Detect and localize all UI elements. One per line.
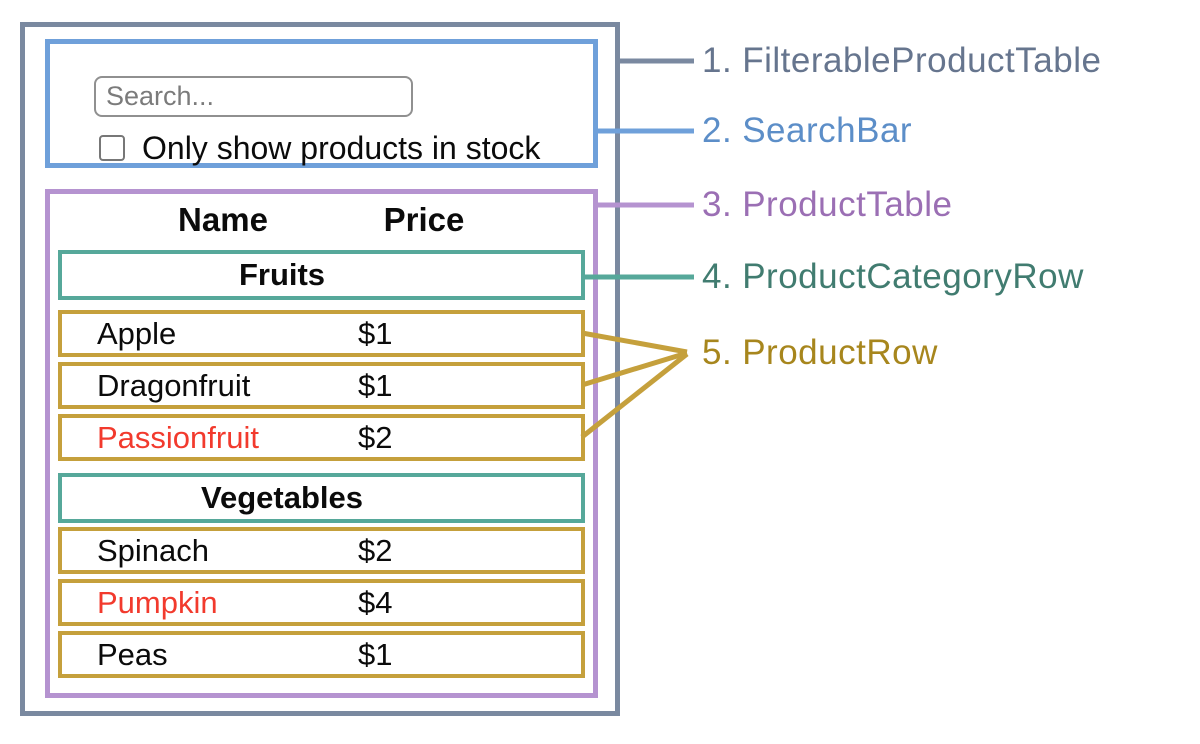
legend-label: SearchBar <box>742 111 913 150</box>
in-stock-checkbox[interactable] <box>99 135 125 161</box>
category-label: Fruits <box>238 257 326 292</box>
legend-label: ProductRow <box>742 333 938 372</box>
category-row-fruits: Fruits <box>58 250 585 300</box>
in-stock-checkbox-label: Only show products in stock <box>142 129 541 166</box>
legend-number: 2. <box>702 111 733 150</box>
category-label: Vegetables <box>201 480 363 515</box>
product-name: Dragonfruit <box>97 367 251 403</box>
legend-number: 3. <box>702 185 733 224</box>
product-price: $1 <box>358 367 393 403</box>
product-name: Apple <box>97 315 177 351</box>
product-price: $1 <box>358 315 393 351</box>
legend-product-table: 3. ProductTable <box>702 182 953 228</box>
legend-number: 1. <box>702 41 733 80</box>
legend-filterable-product-table: 1. FilterableProductTable <box>702 38 1101 84</box>
legend-product-row: 5. ProductRow <box>702 330 938 376</box>
search-input[interactable] <box>94 76 413 117</box>
column-header-price: Price <box>383 201 465 238</box>
legend-number: 4. <box>702 257 733 296</box>
product-table-box: Name Price Fruits Apple $1 Dragonfruit $… <box>45 189 598 698</box>
product-row: Spinach $2 <box>58 527 585 574</box>
legend-label: ProductCategoryRow <box>742 257 1084 296</box>
product-price: $1 <box>358 636 393 672</box>
legend-label: ProductTable <box>742 185 953 224</box>
in-stock-filter-row: Only show products in stock <box>99 129 541 166</box>
category-row-vegetables: Vegetables <box>58 473 585 523</box>
product-row: Pumpkin $4 <box>58 579 585 626</box>
product-row: Passionfruit $2 <box>58 414 585 461</box>
product-row: Apple $1 <box>58 310 585 357</box>
product-price: $2 <box>358 419 393 455</box>
product-name: Peas <box>97 636 168 672</box>
product-name: Passionfruit <box>97 419 259 455</box>
product-row: Peas $1 <box>58 631 585 678</box>
legend-search-bar: 2. SearchBar <box>702 108 912 154</box>
legend-number: 5. <box>702 333 733 372</box>
legend-product-category-row: 4. ProductCategoryRow <box>702 254 1084 300</box>
product-price: $2 <box>358 532 393 568</box>
legend-label: FilterableProductTable <box>742 41 1102 80</box>
product-name: Pumpkin <box>97 584 218 620</box>
product-price: $4 <box>358 584 393 620</box>
product-row: Dragonfruit $1 <box>58 362 585 409</box>
product-name: Spinach <box>97 532 210 568</box>
search-bar-box: Only show products in stock <box>45 39 598 168</box>
column-header-name: Name <box>178 201 268 238</box>
